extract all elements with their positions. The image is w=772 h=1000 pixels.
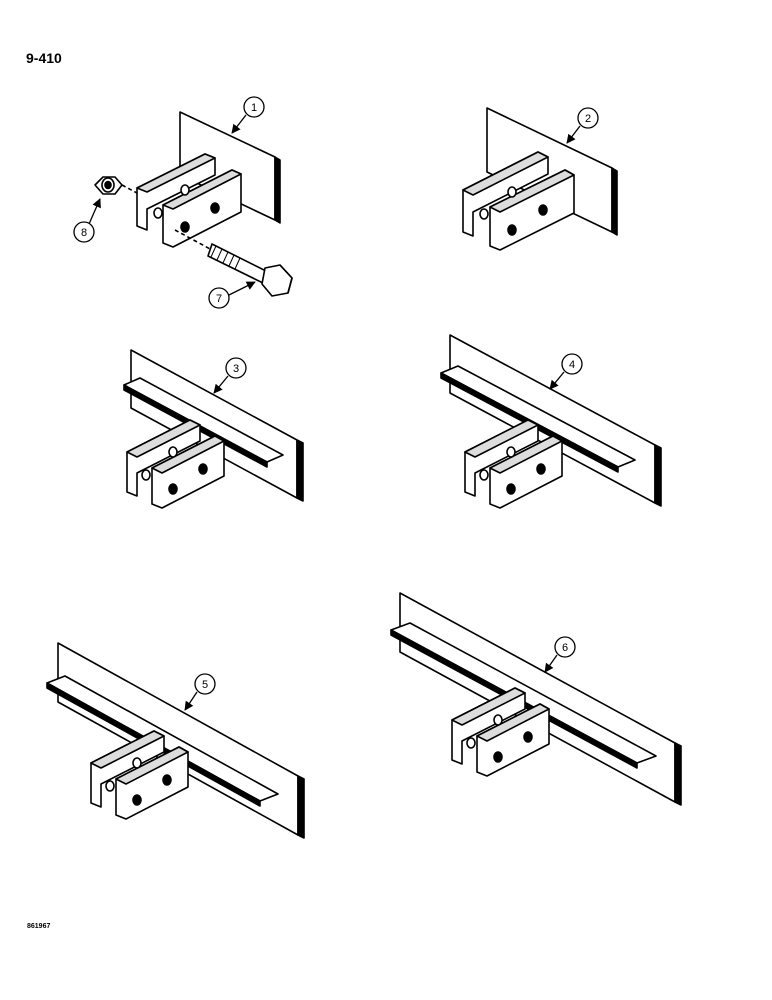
part-7-bolt — [174, 229, 293, 297]
callout-2: 2 — [566, 107, 599, 144]
svg-text:5: 5 — [202, 679, 208, 691]
part-4-bracket — [440, 334, 662, 509]
callout-8: 8 — [73, 198, 101, 243]
svg-text:1: 1 — [251, 102, 257, 114]
callout-1: 1 — [231, 96, 265, 134]
svg-text:2: 2 — [585, 113, 591, 125]
svg-text:8: 8 — [81, 227, 87, 239]
part-5-bracket — [46, 642, 305, 839]
part-2-bracket — [462, 107, 618, 251]
svg-text:6: 6 — [562, 642, 568, 654]
drawing-code: 861967 — [27, 923, 51, 930]
part-8-nut — [94, 176, 138, 195]
svg-text:4: 4 — [569, 359, 575, 371]
svg-text:7: 7 — [216, 293, 222, 305]
callout-6: 6 — [544, 636, 576, 673]
svg-text:3: 3 — [233, 363, 239, 375]
page-number: 9-410 — [26, 50, 62, 66]
part-6-bracket — [390, 592, 682, 806]
part-1-bracket — [136, 111, 281, 248]
callout-3: 3 — [213, 357, 247, 394]
part-3-bracket — [123, 349, 304, 509]
callout-4: 4 — [549, 353, 583, 390]
callout-5: 5 — [184, 673, 216, 711]
callout-7: 7 — [208, 281, 256, 309]
